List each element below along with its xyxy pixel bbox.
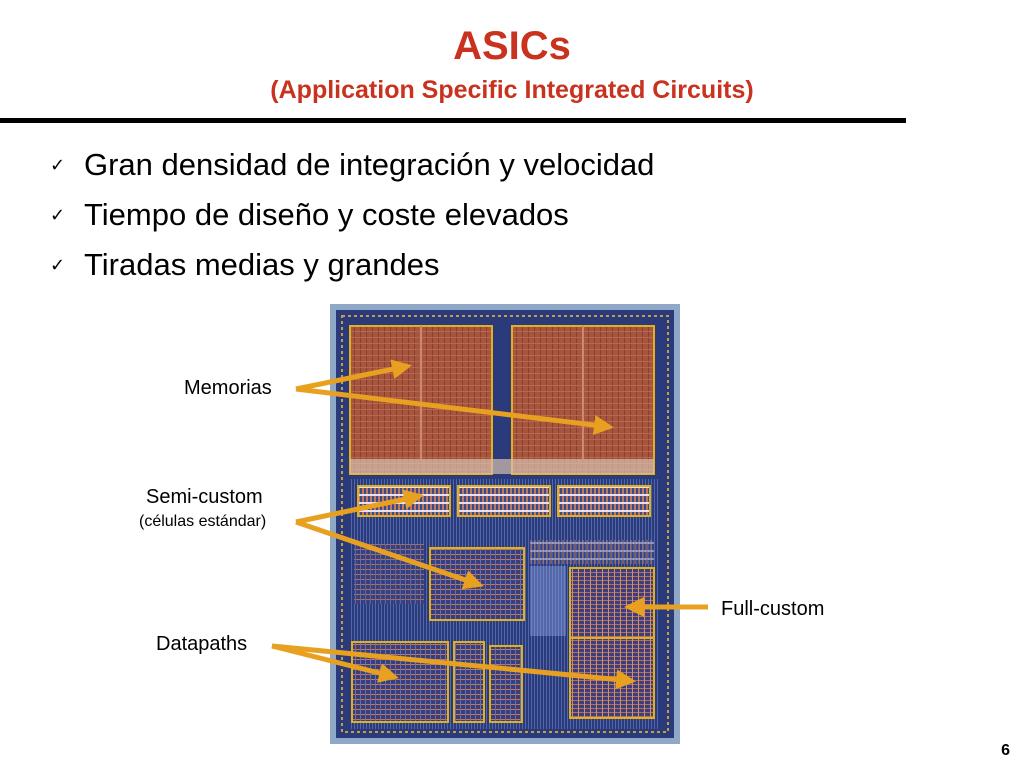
bullet-item: ✓ Gran densidad de integración y velocid… [50, 140, 654, 190]
asic-die-photo [330, 304, 680, 744]
checkmark-icon: ✓ [50, 154, 66, 176]
checkmark-icon: ✓ [50, 204, 66, 226]
standard-cell-row [557, 485, 651, 517]
label-memorias: Memorias [184, 377, 272, 399]
standard-cell-row [357, 485, 451, 517]
datapath-block [453, 641, 485, 723]
datapath-block [489, 645, 523, 723]
bullet-text: Gran densidad de integración y velocidad [84, 147, 655, 182]
bullet-text: Tiradas medias y grandes [84, 247, 440, 282]
checkmark-icon: ✓ [50, 254, 66, 276]
bullet-item: ✓ Tiempo de diseño y coste elevados [50, 190, 654, 240]
label-datapaths: Datapaths [156, 633, 248, 655]
label-semicustom-sub: (células estándar) [139, 513, 267, 530]
standard-cell-row [457, 485, 551, 517]
bullet-list: ✓ Gran densidad de integración y velocid… [50, 140, 654, 290]
fullcustom-block [569, 567, 655, 719]
semicustom-block [429, 547, 525, 621]
datapath-block [351, 641, 449, 723]
asic-die-image [330, 304, 680, 744]
slide-title: ASICs [453, 24, 571, 68]
label-semicustom: Semi-custom [146, 486, 263, 508]
title-divider [0, 118, 906, 123]
page-number: 6 [1001, 742, 1010, 759]
slide-subtitle: (Application Specific Integrated Circuit… [270, 76, 754, 104]
bullet-item: ✓ Tiradas medias y grandes [50, 240, 654, 290]
bullet-text: Tiempo de diseño y coste elevados [84, 197, 569, 232]
label-fullcustom: Full-custom [721, 598, 825, 620]
